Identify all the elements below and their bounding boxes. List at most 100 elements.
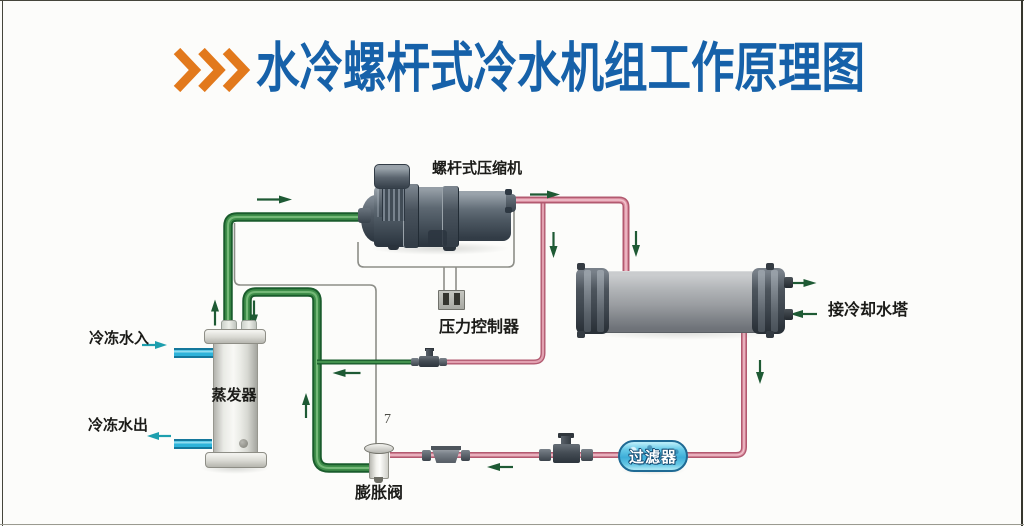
filter-label: 过滤器 xyxy=(628,450,677,466)
compressor-neck xyxy=(382,183,405,221)
valve-b-stem xyxy=(561,436,571,447)
flow-arrow-down-bypass-icon xyxy=(549,232,558,258)
valve-a-top-plate xyxy=(431,446,461,450)
valve-b-body xyxy=(553,444,580,463)
compressor-flange-1 xyxy=(403,184,419,248)
flow-arrow-left-cooling-in-icon xyxy=(790,310,817,318)
discharge-line-edge xyxy=(508,196,630,275)
valve-a-body xyxy=(431,446,461,463)
suction-line xyxy=(223,212,370,334)
expansion-valve-flange xyxy=(364,443,394,454)
flow-arrow-left-liquid-icon xyxy=(487,463,513,471)
flow-arrow-up-riser-icon xyxy=(302,393,310,418)
bypass-valve-coupling-left xyxy=(411,358,419,366)
compressor-foot-left xyxy=(388,245,399,250)
discharge-line-core xyxy=(508,198,628,275)
frame-border-top xyxy=(0,0,1024,1)
condenser-cap-right-band-1 xyxy=(758,270,765,332)
evaporator-feed-line-sheen xyxy=(246,291,372,469)
condenser-cap-left-band-2 xyxy=(597,270,604,332)
flow-arrow-down-condenser-inlet-icon-head xyxy=(632,245,640,257)
pressure-controller-port-right xyxy=(454,293,460,305)
discharge-line-sheen xyxy=(508,199,627,275)
condenser-cap-right-band-2 xyxy=(771,270,778,332)
condenser-bolt-top-left xyxy=(577,263,585,270)
condenser-bolt-top-right xyxy=(766,263,774,270)
condenser-cap-right xyxy=(752,268,785,334)
water-arrow-left-out-icon-head xyxy=(147,432,159,440)
evaporator-feed-line-core xyxy=(244,289,372,471)
evaporator-label: 蒸发器 xyxy=(211,388,257,404)
valve-b-handle xyxy=(558,433,574,438)
condenser-bolt-bottom-left xyxy=(577,331,585,338)
expansion-valve-label: 膨胀阀 xyxy=(354,485,403,502)
control-lines xyxy=(233,205,515,444)
condenser-shell xyxy=(590,271,770,333)
flow-arrow-right-cooling-out-icon xyxy=(789,279,817,287)
liquid-line xyxy=(390,326,747,458)
sensing-line-mark: 7 xyxy=(384,412,391,427)
chevron-3 xyxy=(222,48,251,92)
bypass-valve-stem xyxy=(426,349,433,358)
compressor-discharge-hub xyxy=(506,194,516,212)
evaporator-top-flange xyxy=(204,329,266,344)
flow-arrow-up-evaporator-out-icon-head xyxy=(211,299,219,312)
water-arrow-left-out-icon xyxy=(147,432,171,440)
chevron-1 xyxy=(173,48,202,92)
discharge-line xyxy=(508,196,630,275)
flow-arrow-left-bypass-icon xyxy=(332,369,361,377)
condenser-cap-left-band-1 xyxy=(584,270,591,332)
evaporator-bottom-flange xyxy=(205,452,267,468)
flow-arrow-down-liquid-icon xyxy=(756,360,764,384)
pressure-controller-label: 压力控制器 xyxy=(438,319,519,336)
pressure-tap-loop-line xyxy=(357,205,515,268)
compressor-body-right xyxy=(451,191,511,241)
filter-drier xyxy=(618,440,688,472)
compressor-hub-bolt-top xyxy=(505,189,512,195)
compressor-hub-bolt-bottom xyxy=(505,207,512,213)
condenser-water-stub-top xyxy=(784,277,793,288)
bypass-valve-body xyxy=(419,356,439,367)
flow-arrow-right-discharge-icon-head xyxy=(547,190,560,199)
triple-chevron-right-icon xyxy=(173,48,251,92)
valve-a-coupling-left xyxy=(422,450,431,461)
flow-arrow-down-liquid-icon-head xyxy=(756,372,764,384)
txv-sensing-line xyxy=(233,223,377,444)
expansion-valve-tip xyxy=(374,477,383,483)
page-title: 水冷螺杆式冷水机组工作原理图 xyxy=(256,37,865,99)
compressor-nameplate xyxy=(428,230,447,247)
water-arrow-right-in-icon xyxy=(142,341,167,349)
chevron-strokes xyxy=(173,48,251,92)
flow-arrow-left-liquid-icon-head xyxy=(487,463,500,471)
flow-arrow-right-discharge-icon xyxy=(530,190,560,199)
water-arrow-right-in-icon-head xyxy=(155,341,167,349)
water-arrows xyxy=(142,341,171,440)
evaporator-feed-line xyxy=(242,287,372,473)
hot-gas-bypass-line-extra xyxy=(446,203,545,364)
flow-arrow-left-bypass-icon-head xyxy=(332,369,346,377)
suction-line-sheen xyxy=(227,216,370,334)
compressor-label: 螺杆式压缩机 xyxy=(431,161,522,177)
flow-arrow-right-cooling-out-icon-head xyxy=(803,279,817,287)
compressor-motor-cap xyxy=(374,164,410,189)
chilled-water-in-label: 冷冻水入 xyxy=(88,331,149,347)
valve-a-coupling-right xyxy=(461,450,470,461)
compressor-foot-right xyxy=(443,245,456,251)
condenser-water-stub-bottom xyxy=(784,309,793,320)
flow-arrow-down-bypass-icon-head xyxy=(549,246,558,258)
flow-arrow-right-suction-icon-head xyxy=(279,195,292,204)
compressor-suction-port xyxy=(358,208,371,223)
hot-gas-bypass-line xyxy=(317,203,546,365)
flow-arrow-up-evaporator-out-icon xyxy=(211,299,219,326)
cooling-tower-label: 接冷却水塔 xyxy=(827,302,908,319)
valve-b-coupling-right xyxy=(581,449,593,461)
frame-border-bottom xyxy=(0,524,1024,525)
chilled-water-out-label: 冷冻水出 xyxy=(87,418,148,434)
chevron-2 xyxy=(198,48,226,92)
pressure-controller xyxy=(438,290,465,310)
liquid-line-sheen xyxy=(390,326,745,456)
flow-arrow-up-riser-icon-head xyxy=(302,393,310,405)
bypass-valve-coupling-right xyxy=(439,358,447,366)
